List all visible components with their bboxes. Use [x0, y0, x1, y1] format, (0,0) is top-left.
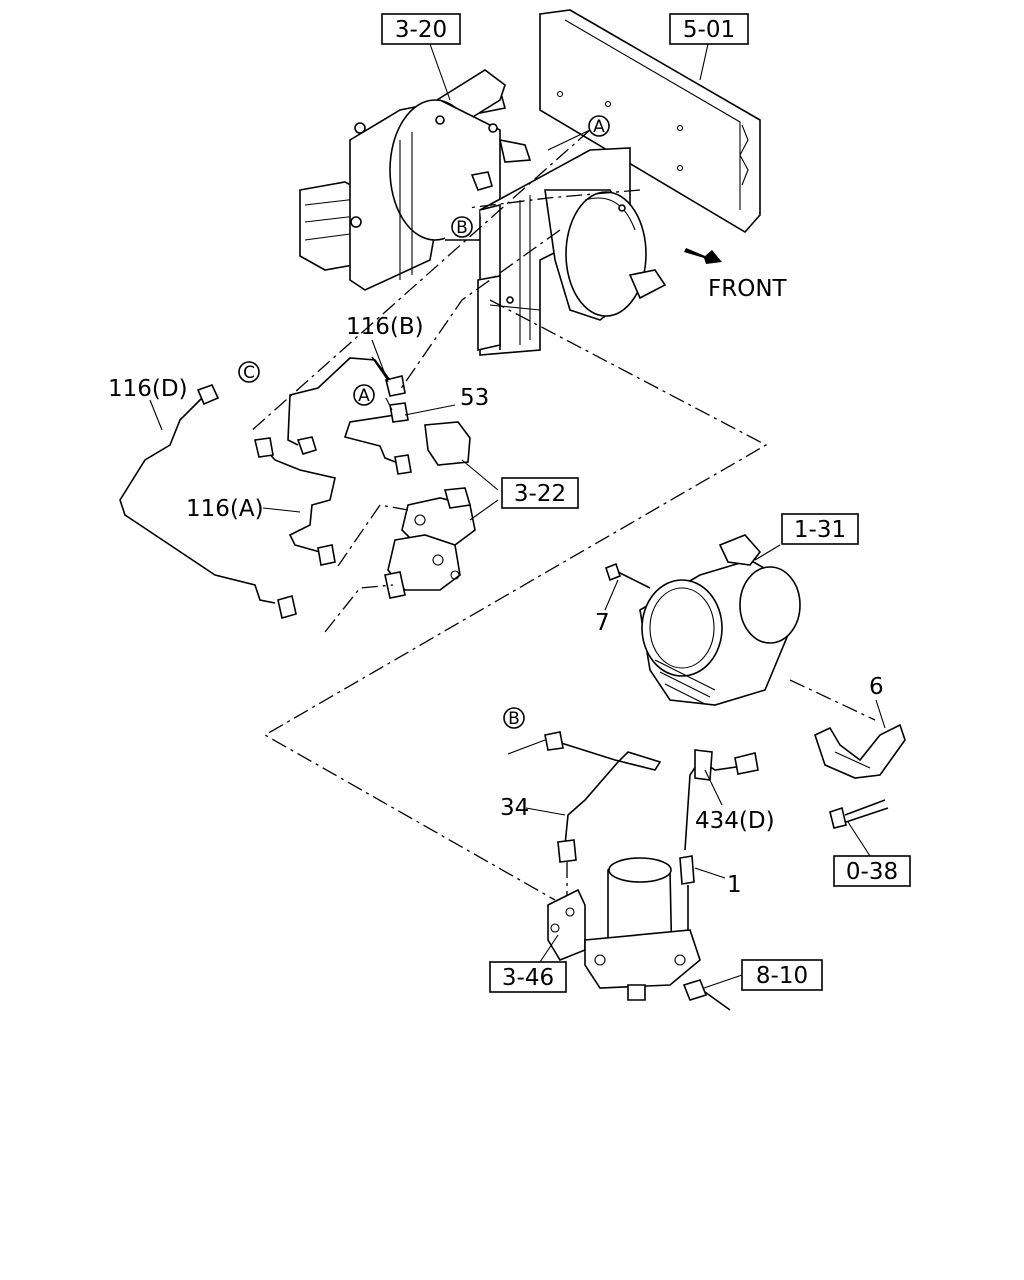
part-label-6: 6: [869, 674, 884, 700]
ref-label: 0-38: [846, 859, 898, 885]
bracket-6: [814, 723, 906, 779]
part-label-116b: 116(B): [346, 314, 424, 340]
pipe-53: [343, 402, 412, 475]
front-air-tank-bracket: [477, 147, 667, 356]
ref-box-5-01[interactable]: 5-01: [669, 13, 749, 45]
svg-text:C: C: [243, 363, 255, 383]
marker-a-mid: A: [353, 384, 375, 406]
svg-text:A: A: [358, 386, 370, 406]
front-label: FRONT: [708, 276, 788, 302]
rear-air-tank-bracket: [299, 69, 532, 291]
part-label-1: 1: [727, 872, 742, 898]
ref-box-0-38[interactable]: 0-38: [833, 855, 911, 887]
part-label-53: 53: [460, 385, 489, 411]
leader-lines: [149, 43, 886, 989]
part-label-7: 7: [595, 610, 610, 636]
pipe-34: [544, 731, 662, 863]
ref-box-3-46[interactable]: 3-46: [489, 961, 567, 993]
air-dryer-housing: [639, 534, 801, 706]
frame-rail: [539, 9, 761, 234]
part-label-34: 34: [500, 795, 529, 821]
pipe-116a: [254, 437, 336, 566]
part-label-116d: 116(D): [108, 376, 188, 402]
air-dryer-unit: [547, 857, 701, 1001]
svg-text:B: B: [508, 709, 520, 729]
marker-c: C: [238, 361, 260, 383]
ref-label: 3-20: [395, 17, 447, 43]
pipe-116b: [287, 356, 406, 455]
bolt-7: [605, 562, 651, 589]
ref-label: 8-10: [756, 963, 808, 989]
pipe-116d: [119, 384, 297, 620]
part-label-116a: 116(A): [186, 496, 264, 522]
ref-label: 3-22: [514, 481, 566, 507]
svg-text:A: A: [593, 117, 605, 137]
marker-b-bottom: B: [503, 707, 525, 729]
bolt-0-38: [829, 799, 889, 829]
ref-box-8-10[interactable]: 8-10: [741, 959, 823, 991]
ref-box-3-22[interactable]: 3-22: [501, 477, 579, 509]
ref-label: 5-01: [683, 17, 735, 43]
ref-label: 3-46: [502, 965, 554, 991]
valve-assembly: [384, 421, 476, 599]
svg-text:B: B: [456, 218, 468, 238]
harness-8-10: [682, 979, 731, 1011]
ref-box-1-31[interactable]: 1-31: [781, 513, 859, 545]
sensor-wire-434d: [679, 749, 759, 935]
ref-box-3-20[interactable]: 3-20: [381, 13, 461, 45]
part-label-434d: 434(D): [695, 808, 775, 834]
front-direction-indicator: FRONT: [684, 248, 788, 302]
marker-a-top: A: [588, 115, 610, 137]
marker-b-top: B: [451, 216, 473, 238]
ref-label: 1-31: [794, 517, 846, 543]
connection-lines: [249, 129, 876, 901]
